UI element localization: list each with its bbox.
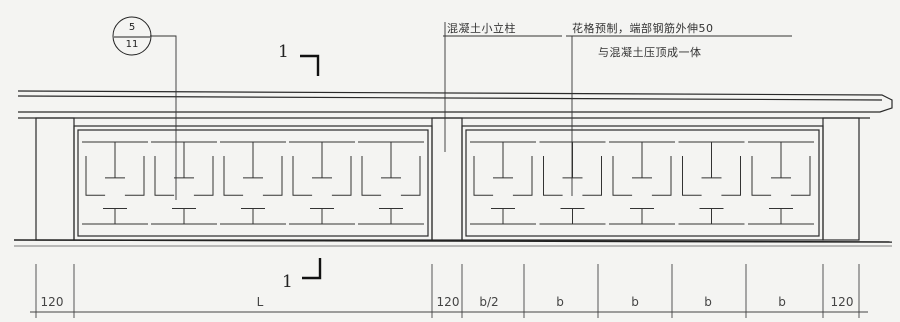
- fret-module: [358, 141, 424, 225]
- dim-label: b/2: [479, 295, 499, 309]
- fret-module: [678, 141, 745, 225]
- left-end-post: [35, 117, 75, 241]
- dim-label: b: [778, 295, 786, 309]
- fret-module: [220, 141, 286, 225]
- left-lattice-inner: [77, 129, 429, 237]
- fret-module: [609, 141, 675, 225]
- post-note: 混凝土小立柱: [447, 22, 516, 35]
- dim-label: 120: [436, 295, 460, 309]
- fret-module: [289, 141, 355, 225]
- panel-note: 花格预制，端部钢筋外伸50: [572, 22, 714, 35]
- dim-label: 120: [40, 295, 64, 309]
- fret-module: [748, 141, 814, 225]
- fret-module: [82, 141, 148, 225]
- dim-label: L: [256, 295, 264, 309]
- fret-module: [151, 141, 217, 225]
- dim-label: 120: [830, 295, 854, 309]
- middle-post: [431, 117, 463, 241]
- section-label-bottom: 1: [282, 272, 293, 292]
- detail-number: 5: [128, 22, 136, 33]
- right-end-post: [822, 117, 860, 241]
- dim-label: b: [631, 295, 639, 309]
- section-label-top: 1: [278, 42, 289, 62]
- dim-label: b: [704, 295, 712, 309]
- coping: [17, 90, 893, 113]
- detail-bubble: [112, 16, 152, 56]
- left-fretwork: [82, 141, 424, 225]
- detail-leader: [150, 35, 177, 200]
- section-mark-bottom: [302, 258, 322, 280]
- right-lattice-inner: [465, 129, 820, 237]
- coping-edge: [17, 95, 883, 101]
- fret-module: [470, 141, 536, 225]
- right-fretwork: [470, 141, 814, 225]
- dim-label: b: [556, 295, 564, 309]
- section-mark-top: [300, 54, 320, 76]
- fret-module: [539, 141, 606, 225]
- ground-line: [13, 239, 893, 243]
- panel-note-line2: 与混凝土压顶成一体: [598, 46, 702, 59]
- detail-sheet: 11: [125, 39, 139, 50]
- right-lattice-frame: [461, 125, 824, 241]
